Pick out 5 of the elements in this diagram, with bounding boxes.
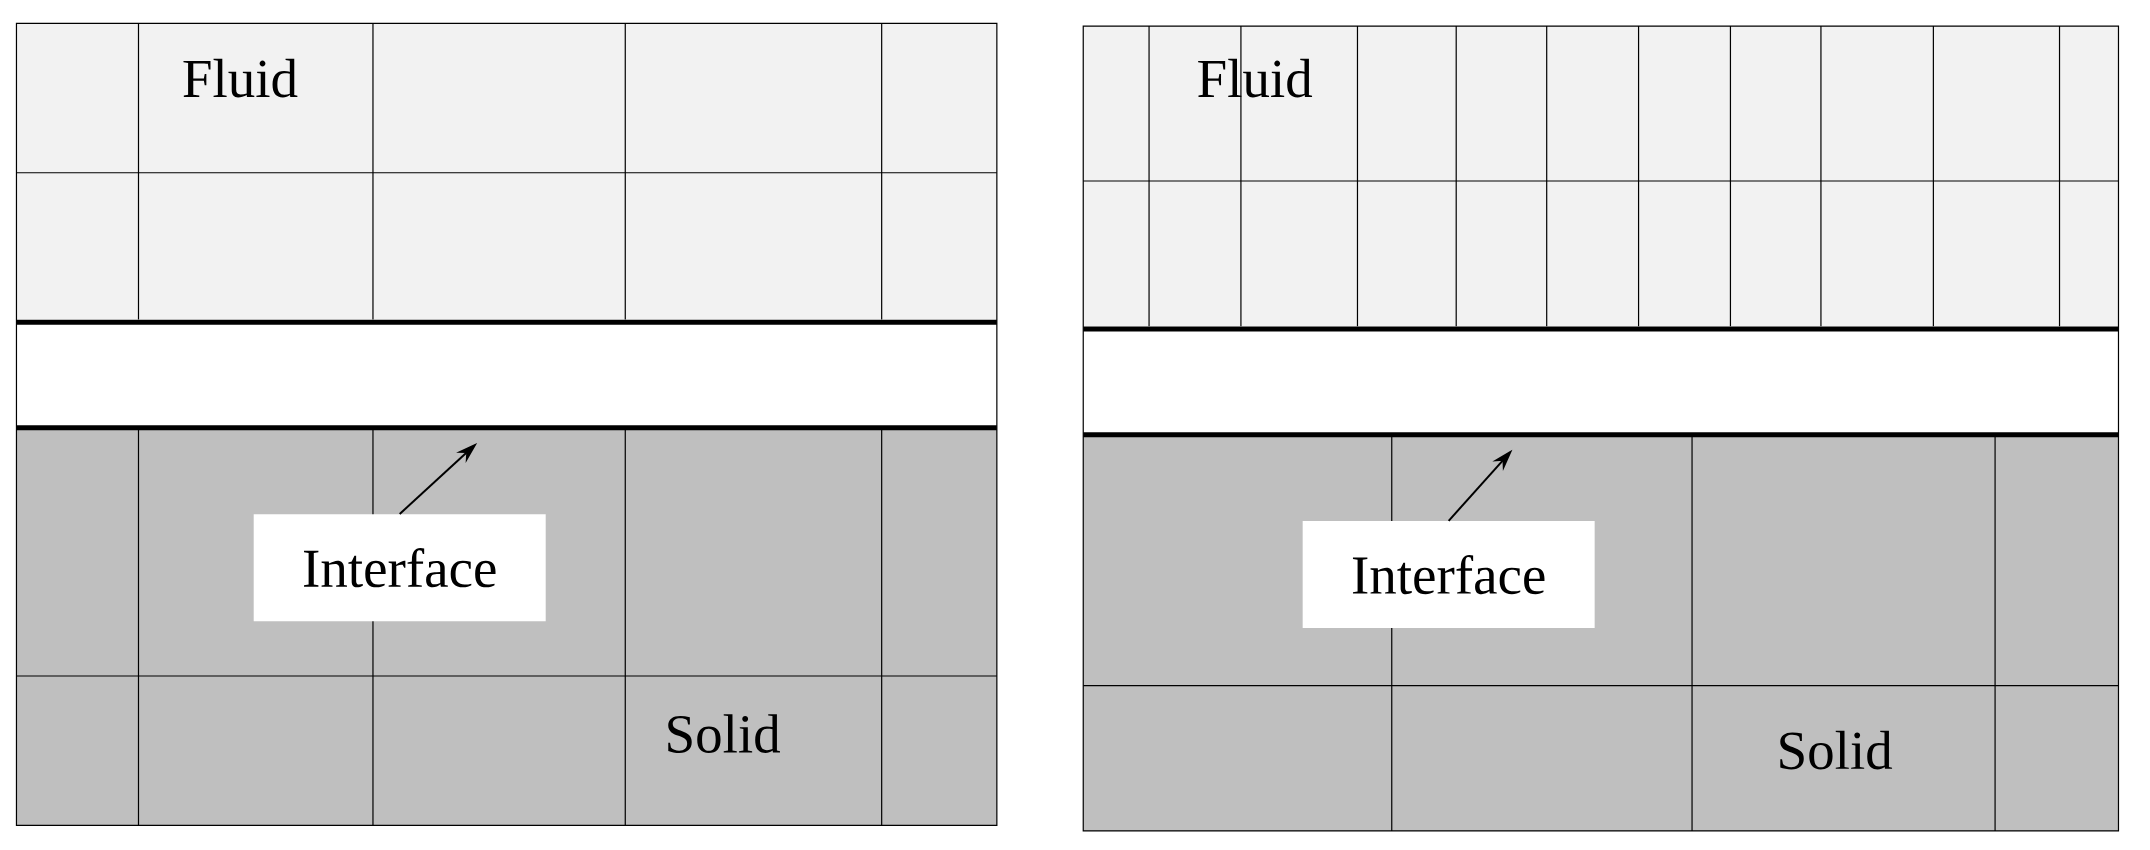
region-label: Solid <box>1780 730 1893 770</box>
label-box: Interface <box>253 514 546 622</box>
label-box: Interface <box>1302 520 1595 628</box>
region-label: Fluid <box>183 58 298 98</box>
region-label: Solid <box>668 714 781 753</box>
